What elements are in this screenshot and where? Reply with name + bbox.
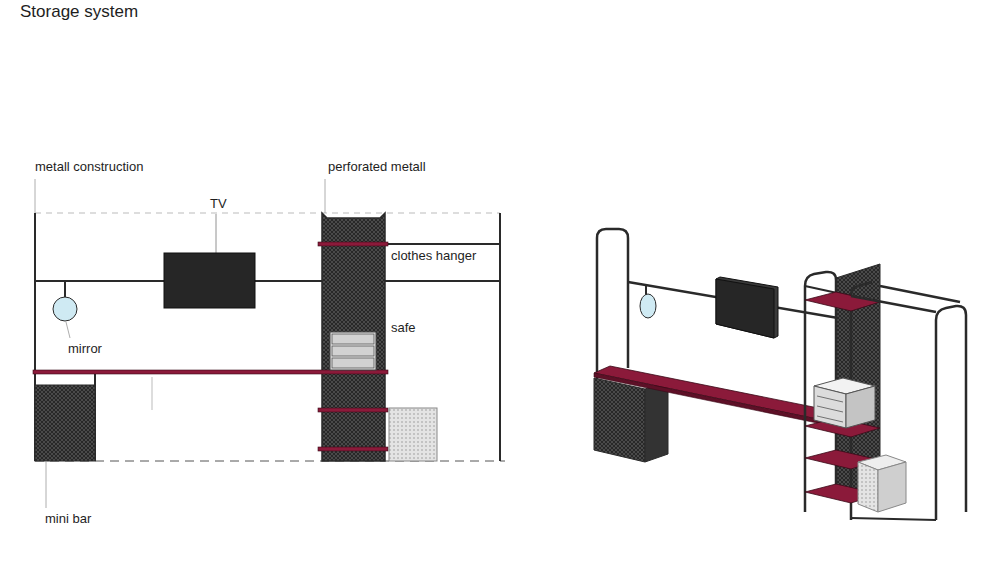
mini-bar bbox=[594, 378, 645, 462]
pouf bbox=[389, 408, 437, 461]
metal-rail bbox=[851, 296, 936, 312]
mini-bar bbox=[35, 385, 95, 461]
safe-drawer bbox=[332, 358, 374, 368]
safe-side bbox=[846, 386, 875, 428]
metal-frame bbox=[597, 229, 628, 380]
red-shelf bbox=[318, 242, 388, 246]
red-desk bbox=[33, 370, 388, 374]
mini-bar-side bbox=[645, 382, 668, 462]
elevation-view bbox=[33, 179, 505, 508]
leader-line bbox=[325, 179, 326, 213]
safe-front bbox=[814, 386, 846, 428]
callout-label: perforated metall bbox=[328, 159, 426, 174]
leader-line bbox=[35, 179, 36, 213]
pouf-side bbox=[878, 462, 906, 512]
perforated-column bbox=[322, 213, 385, 461]
red-shelf bbox=[318, 447, 388, 451]
desk-edge bbox=[594, 373, 822, 424]
callout-label: safe bbox=[391, 320, 416, 335]
diagram-title: Storage system bbox=[20, 2, 138, 22]
tv-screen bbox=[164, 253, 255, 308]
safe-drawer bbox=[332, 346, 374, 356]
leader-line bbox=[152, 377, 153, 410]
mirror-stem bbox=[64, 281, 66, 297]
top-dashed-line bbox=[35, 213, 500, 214]
tv-side bbox=[716, 277, 778, 338]
clothes-rail bbox=[385, 243, 500, 245]
mirror bbox=[53, 297, 77, 321]
safe-drawer bbox=[332, 334, 374, 344]
red-shelf bbox=[805, 292, 880, 311]
safe-box bbox=[330, 332, 376, 370]
leader-line bbox=[46, 462, 47, 508]
tv-screen bbox=[716, 279, 774, 338]
clothes-rail bbox=[880, 286, 960, 302]
leader-line bbox=[216, 214, 217, 253]
red-desk bbox=[594, 366, 838, 420]
callout-label: clothes hanger bbox=[391, 248, 476, 263]
metal-post bbox=[499, 213, 501, 461]
safe-drawer bbox=[817, 396, 843, 422]
isometric-view bbox=[594, 229, 966, 520]
mirror bbox=[640, 294, 656, 318]
red-shelf bbox=[318, 408, 388, 412]
pouf-front bbox=[858, 462, 878, 512]
leader-line bbox=[66, 322, 70, 338]
metal-rail bbox=[851, 518, 936, 520]
callout-label: mini bar bbox=[45, 511, 91, 526]
callout-label: mirror bbox=[68, 341, 102, 356]
metal-rail bbox=[385, 280, 500, 282]
callout-label: TV bbox=[210, 196, 227, 211]
callout-label: metall construction bbox=[35, 159, 143, 174]
metal-frame bbox=[936, 306, 966, 520]
